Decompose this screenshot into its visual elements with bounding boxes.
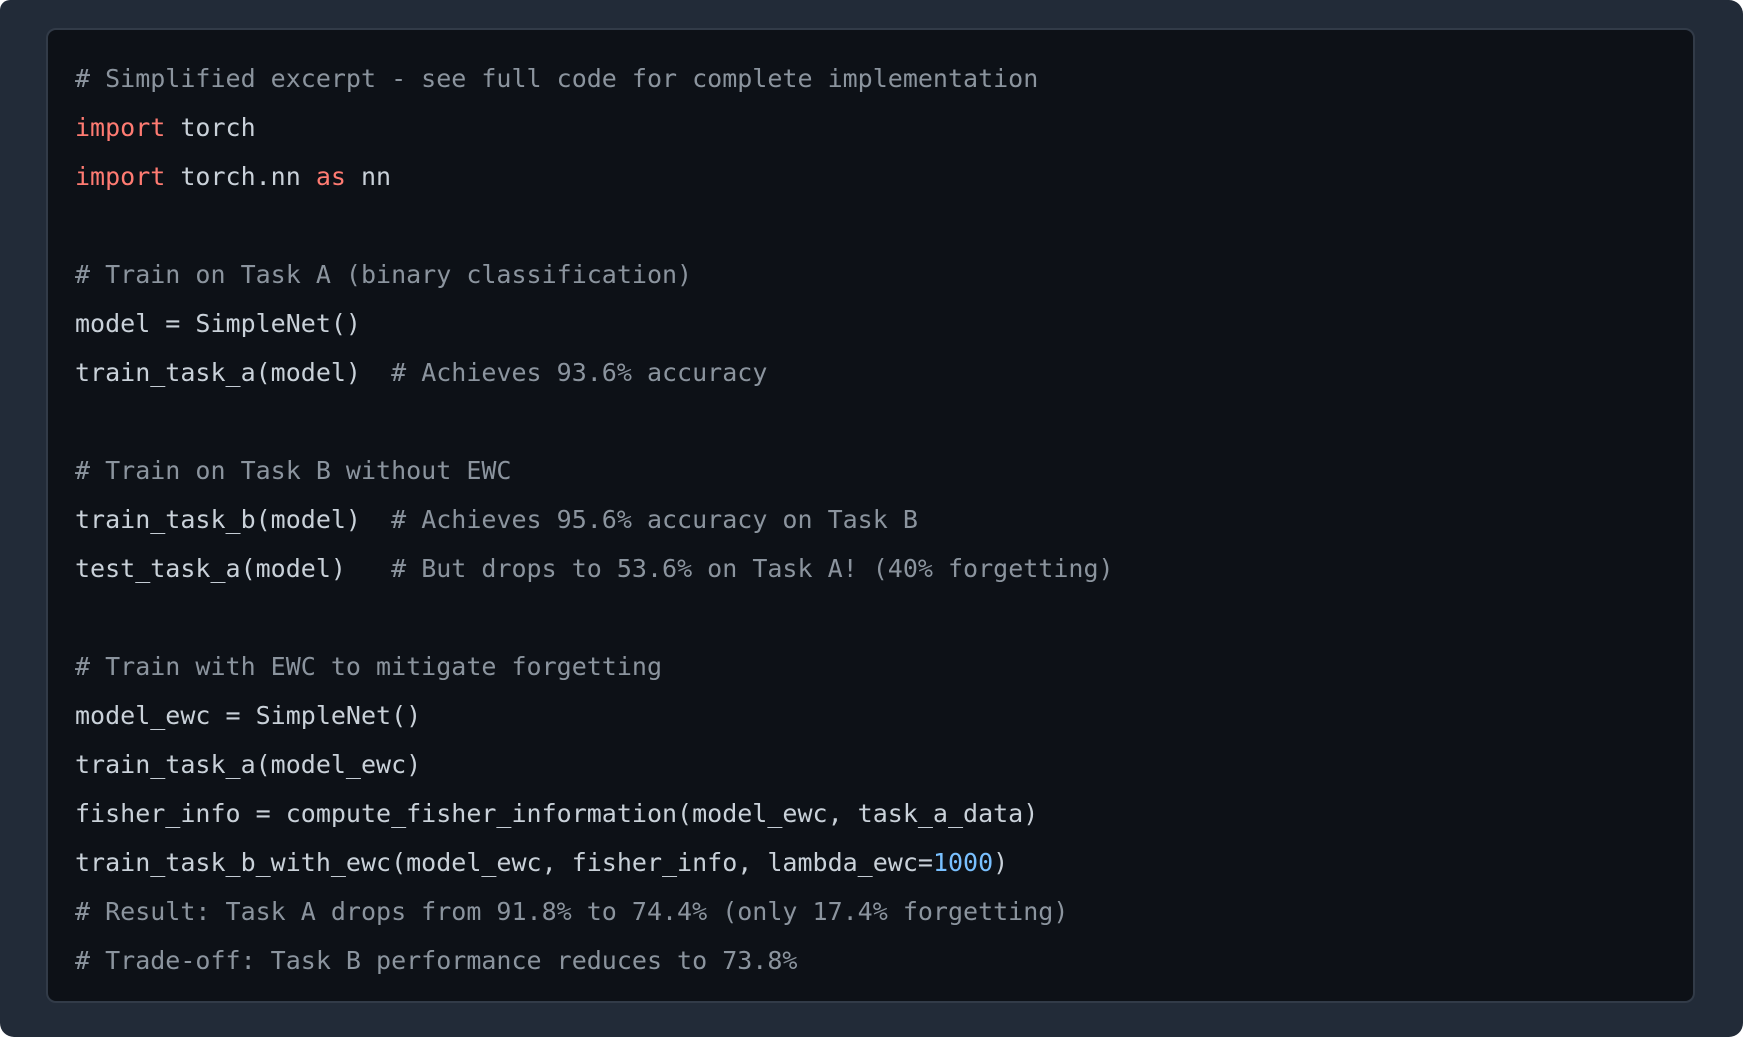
code-line (75, 201, 1666, 250)
code-line: train_task_a(model) # Achieves 93.6% acc… (75, 348, 1666, 397)
code-comment: # Trade-off: Task B performance reduces … (75, 946, 798, 975)
code-line: # Train with EWC to mitigate forgetting (75, 642, 1666, 691)
code-block: # Simplified excerpt - see full code for… (46, 28, 1695, 1003)
code-comment: # Train with EWC to mitigate forgetting (75, 652, 662, 681)
code-line: train_task_b_with_ewc(model_ewc, fisher_… (75, 838, 1666, 887)
code-line: import torch (75, 103, 1666, 152)
code-text: train_task_a(model_ewc) (75, 750, 422, 779)
code-text: nn (345, 162, 392, 191)
code-line: # Trade-off: Task B performance reduces … (75, 936, 1666, 985)
code-text: train_task_b_with_ewc(model_ewc, fisher_… (75, 848, 933, 877)
code-text: ) (993, 848, 1009, 877)
code-number: 1000 (932, 848, 994, 877)
code-content: # Simplified excerpt - see full code for… (48, 30, 1693, 1001)
code-line: # Result: Task A drops from 91.8% to 74.… (75, 887, 1666, 936)
code-text: model = SimpleNet() (75, 309, 361, 338)
code-text: train_task_a(model) (75, 358, 361, 387)
code-comment: # But drops to 53.6% on Task A! (40% for… (345, 554, 1114, 583)
code-comment: # Achieves 95.6% accuracy on Task B (360, 505, 918, 534)
code-line: # Train on Task A (binary classification… (75, 250, 1666, 299)
code-keyword: import (75, 113, 166, 142)
code-text: fisher_info = compute_fisher_information… (75, 799, 1039, 828)
code-line: # Simplified excerpt - see full code for… (75, 54, 1666, 103)
code-comment: # Simplified excerpt - see full code for… (75, 64, 1039, 93)
code-text: test_task_a(model) (75, 554, 346, 583)
code-line: import torch.nn as nn (75, 152, 1666, 201)
code-text: torch (165, 113, 256, 142)
code-line: test_task_a(model) # But drops to 53.6% … (75, 544, 1666, 593)
code-line: model_ewc = SimpleNet() (75, 691, 1666, 740)
code-line (75, 593, 1666, 642)
code-comment: # Achieves 93.6% accuracy (360, 358, 768, 387)
code-line: fisher_info = compute_fisher_information… (75, 789, 1666, 838)
code-line: model = SimpleNet() (75, 299, 1666, 348)
code-comment: # Train on Task A (binary classification… (75, 260, 693, 289)
code-keyword: as (315, 162, 346, 191)
code-comment: # Result: Task A drops from 91.8% to 74.… (75, 897, 1069, 926)
code-text: train_task_b(model) (75, 505, 361, 534)
code-keyword: import (75, 162, 166, 191)
code-line (75, 397, 1666, 446)
code-line: train_task_b(model) # Achieves 95.6% acc… (75, 495, 1666, 544)
code-comment: # Train on Task B without EWC (75, 456, 512, 485)
code-line: # Train on Task B without EWC (75, 446, 1666, 495)
code-text: model_ewc = SimpleNet() (75, 701, 422, 730)
code-text: torch.nn (165, 162, 316, 191)
code-line: train_task_a(model_ewc) (75, 740, 1666, 789)
